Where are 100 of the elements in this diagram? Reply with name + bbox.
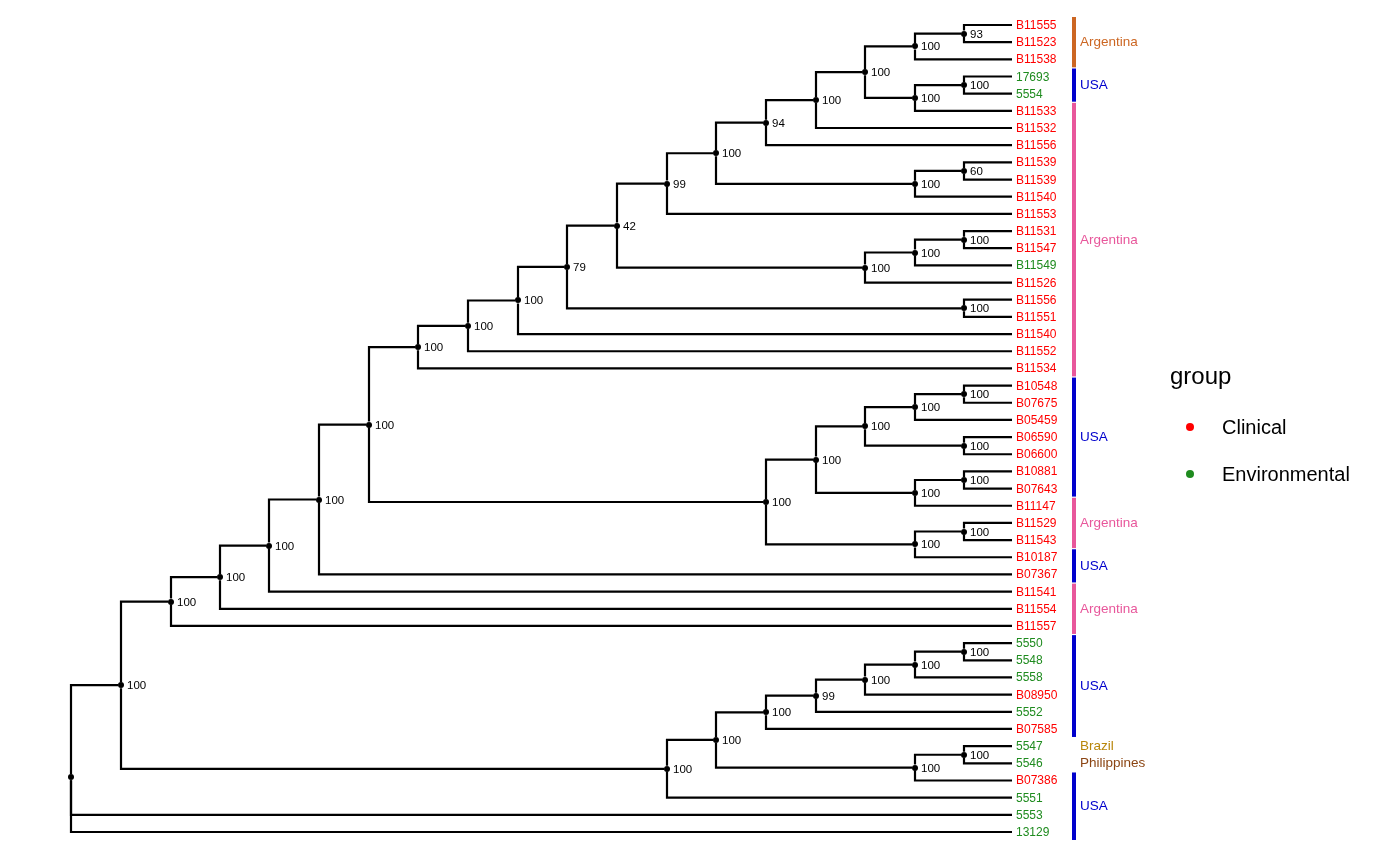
- tree-branch: [913, 84, 961, 95]
- tree-branch: [665, 738, 713, 766]
- tip-label: B11557: [1016, 618, 1057, 633]
- bootstrap-value: 100: [970, 232, 990, 247]
- tree-branch: [367, 427, 763, 504]
- tree-branch: [714, 121, 763, 151]
- tree-branch: [962, 642, 1012, 649]
- tip-label: 13129: [1016, 825, 1050, 839]
- tree-branch: [665, 186, 1012, 215]
- tree-branch: [714, 156, 912, 185]
- tip-label: B11533: [1016, 103, 1057, 118]
- tree-branch: [814, 425, 862, 457]
- tree-branch: [516, 303, 1012, 336]
- tip-label: 5546: [1016, 756, 1043, 771]
- bootstrap-value: 79: [573, 259, 586, 274]
- bootstrap-value: 100: [822, 452, 842, 467]
- bootstrap-value: 100: [673, 761, 693, 776]
- tree-branch: [119, 688, 664, 770]
- tip-label: B11543: [1016, 533, 1057, 548]
- tree-branch: [714, 711, 763, 737]
- tree-branch: [913, 478, 961, 490]
- bootstrap-value: 100: [970, 473, 990, 487]
- tree-branch: [962, 88, 1012, 95]
- bootstrap-value: 60: [970, 163, 983, 178]
- clade-label: USA: [1080, 429, 1108, 446]
- tree-branch: [962, 654, 1012, 662]
- bootstrap-value: 100: [177, 594, 197, 609]
- tip-label: B11526: [1016, 275, 1057, 290]
- tree-branch: [913, 255, 1012, 267]
- tree-branch: [466, 299, 515, 323]
- clade-label: Argentina: [1080, 34, 1138, 51]
- tree-branch: [913, 770, 1012, 782]
- tree-branch: [962, 521, 1012, 529]
- bootstrap-value: 100: [127, 678, 147, 693]
- tip-label: 5554: [1016, 86, 1043, 101]
- tree-branch: [962, 397, 1012, 404]
- tree-branch: [69, 780, 1012, 834]
- bootstrap-value: 100: [921, 400, 941, 415]
- bootstrap-value: 100: [970, 301, 990, 316]
- tree-branch: [317, 502, 1012, 576]
- tree-branch: [367, 346, 415, 422]
- tip-label: B11554: [1016, 601, 1057, 616]
- tip-label: B11556: [1016, 292, 1057, 307]
- tree-branch: [913, 495, 1012, 507]
- clade-label: Philippines: [1080, 755, 1146, 772]
- bootstrap-value: 100: [921, 657, 941, 672]
- tree-branch: [913, 49, 1012, 61]
- clade-label: USA: [1080, 557, 1108, 574]
- tip-label: B11551: [1016, 309, 1057, 324]
- tip-label: B11538: [1016, 52, 1057, 67]
- tree-branch: [913, 32, 961, 44]
- bootstrap-value: 100: [871, 65, 891, 80]
- tip-label: B07386: [1016, 773, 1058, 788]
- tree-branch: [913, 753, 961, 765]
- bootstrap-value: 100: [970, 644, 990, 659]
- tree-branch: [665, 771, 1012, 799]
- bootstrap-value: 100: [970, 524, 990, 539]
- tree-branch: [169, 604, 1012, 628]
- legend-label: Clinical: [1222, 415, 1287, 439]
- tip-label: B11552: [1016, 344, 1057, 359]
- tip-label: 5558: [1016, 670, 1043, 685]
- tip-label: B11541: [1016, 584, 1057, 599]
- tree-branch: [218, 544, 266, 575]
- tree-branch: [962, 534, 1012, 542]
- tip-label: B11540: [1016, 189, 1057, 204]
- tree-branch: [814, 698, 1012, 713]
- tip-label: B11555: [1016, 18, 1057, 32]
- tip-label: B11553: [1016, 206, 1057, 221]
- bootstrap-value: 100: [524, 293, 544, 308]
- tree-branch: [913, 410, 1012, 421]
- tree-branch: [218, 580, 1012, 610]
- tree-branch: [565, 269, 961, 310]
- bootstrap-value: 99: [673, 176, 686, 191]
- tree-branch: [615, 182, 664, 223]
- tip-label: B11547: [1016, 241, 1057, 256]
- tree-branch: [119, 600, 168, 683]
- bootstrap-value: 100: [921, 90, 941, 105]
- tip-label: 17693: [1016, 69, 1050, 84]
- bootstrap-value: 100: [226, 570, 246, 585]
- tree-branch: [764, 99, 813, 120]
- clade-label: Argentina: [1080, 231, 1138, 248]
- tree-branch: [962, 242, 1012, 250]
- bootstrap-value: 100: [970, 387, 990, 402]
- tree-branch: [962, 384, 1012, 392]
- tree-branch: [863, 663, 912, 677]
- tree-branch: [863, 75, 912, 100]
- bootstrap-value: 94: [772, 115, 785, 130]
- bootstrap-value: 100: [921, 537, 941, 552]
- tip-label: B06600: [1016, 447, 1058, 462]
- tree-branch: [962, 229, 1012, 237]
- tree-branch: [913, 547, 1012, 559]
- tree-branch: [913, 186, 1012, 198]
- tip-label: B07675: [1016, 395, 1058, 410]
- bootstrap-value: 100: [325, 492, 345, 507]
- tree-branch: [962, 36, 1012, 44]
- tip-label: B08950: [1016, 687, 1058, 702]
- tip-label: 5548: [1016, 653, 1043, 668]
- clade-label: USA: [1080, 798, 1108, 815]
- tip-label: B05459: [1016, 412, 1058, 427]
- tree-branch: [962, 161, 1012, 168]
